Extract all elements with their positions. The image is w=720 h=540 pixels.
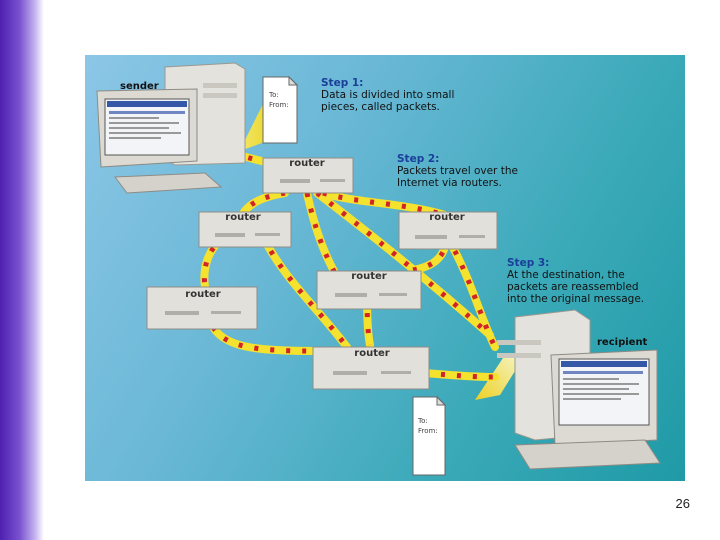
- router-1-box: [262, 157, 354, 194]
- step-2-title: Step 2:: [397, 153, 440, 165]
- step-2-line-2: Internet via routers.: [397, 177, 502, 189]
- recipient-doc-to: To:: [418, 417, 428, 425]
- step-1-line-1: Data is divided into small: [321, 89, 455, 101]
- step-3-line-1: At the destination, the: [507, 269, 625, 281]
- router-label-6: router: [354, 348, 390, 359]
- recipient-doc-from: From:: [418, 427, 438, 435]
- diagram-canvas: [96, 62, 661, 476]
- step-2-line-1: Packets travel over the: [397, 165, 518, 177]
- router-2-box: [198, 211, 292, 248]
- step-1-title: Step 1:: [321, 77, 364, 89]
- step-1-annotation: Step 1: Data is divided into small piece…: [321, 77, 454, 113]
- router-label-5: router: [185, 289, 221, 300]
- path-r1-dest: [313, 189, 494, 339]
- router-5-box: [146, 286, 258, 330]
- recipient-document: [412, 395, 447, 476]
- recipient-computer: [497, 309, 661, 470]
- page-number: 26: [675, 496, 690, 511]
- sender-beam: [215, 90, 270, 160]
- path-r1-r3: [319, 189, 449, 219]
- router-label-4: router: [351, 271, 387, 282]
- sender-computer: [96, 62, 246, 194]
- router-4-box: [316, 270, 422, 310]
- router-label-3: router: [429, 212, 465, 223]
- step-2-annotation: Step 2: Packets travel over the Internet…: [397, 153, 518, 189]
- step-3-line-3: into the original message.: [507, 293, 645, 305]
- router-6-box: [312, 346, 430, 390]
- sender-doc-from: From:: [269, 101, 289, 109]
- step-1-line-2: pieces, called packets.: [321, 101, 440, 113]
- step-3-title: Step 3:: [507, 257, 550, 269]
- step-3-annotation: Step 3: At the destination, the packets …: [507, 257, 644, 305]
- packet-switching-figure: sender recipient router router router ro…: [85, 55, 685, 481]
- router-label-1: router: [289, 158, 325, 169]
- sender-doc-to: To:: [269, 91, 279, 99]
- slide-accent-bar: [0, 0, 44, 540]
- sender-document: [262, 75, 299, 144]
- router-3-box: [398, 211, 498, 250]
- recipient-label: recipient: [597, 337, 648, 348]
- router-label-2: router: [225, 212, 261, 223]
- sender-label: sender: [120, 81, 159, 92]
- path-r5-r6: [209, 323, 317, 355]
- router-boxes: [146, 157, 498, 390]
- step-3-line-2: packets are reassembled: [507, 281, 639, 293]
- recipient-beam: [475, 355, 525, 400]
